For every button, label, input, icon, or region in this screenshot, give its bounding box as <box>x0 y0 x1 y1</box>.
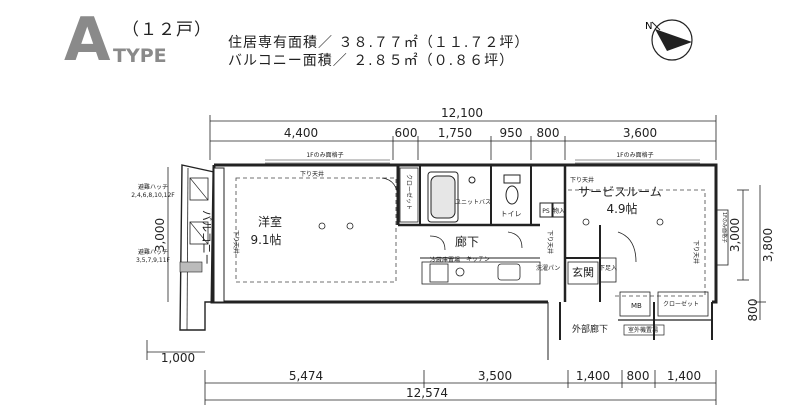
lattice-label-3: 1Fのみ面格子 <box>721 212 728 243</box>
hatch2-floors: 3,5,7,9,11F <box>136 257 171 264</box>
dim-top-total: 12,100 <box>441 106 483 120</box>
fridge-label: 冷蔵庫置場 <box>430 256 460 264</box>
dim-right-outer: 3,800 <box>761 228 775 262</box>
hatch2-label: 避難ハッチ <box>138 248 168 256</box>
entrance-label: 玄関 <box>572 265 594 279</box>
outdoor-unit-label: 室外機置場 <box>628 326 658 334</box>
dim-top-seg-1: 4,400 <box>284 126 318 140</box>
type-letter: A <box>64 5 110 75</box>
shoe-label: 下足入 <box>599 265 617 272</box>
window-lattice-top <box>265 159 700 164</box>
spec-balcony-area-label: バルコニー面積／ <box>228 53 348 69</box>
dim-bottom-seg-2: 3,500 <box>478 369 512 383</box>
corridor-label: 廊下 <box>455 234 479 249</box>
kitchen-label: キッチン <box>466 256 490 263</box>
outlets <box>318 218 664 230</box>
hanging-ceiling-note-4: 下り天井 <box>546 230 554 254</box>
hanging-ceiling-note-3: 下り天井 <box>232 230 240 254</box>
ps-label: PS <box>542 208 550 215</box>
closet-vertical-label: クローゼット <box>405 174 413 210</box>
corridor-door <box>429 231 523 251</box>
type-word: TYPE <box>113 45 167 67</box>
mb-label: MB <box>631 302 642 310</box>
hanging-ceiling-note-1: 下り天井 <box>300 170 324 178</box>
storage-label: 物入 <box>553 207 565 215</box>
unit-bath-label: ユニットバス <box>455 199 491 206</box>
interior-walls <box>396 165 601 302</box>
dim-top-seg-4: 950 <box>500 126 523 140</box>
lattice-label-1: 1Fのみ面格子 <box>306 151 343 159</box>
compass-icon: N <box>645 19 693 61</box>
dim-left: 3,000 <box>153 218 167 252</box>
hanging-ceiling-note-5: 下り天井 <box>692 240 700 264</box>
bottom-dimensions <box>146 340 717 405</box>
balcony <box>179 164 215 331</box>
entrance <box>567 231 637 285</box>
balcony-label: バルコニー <box>200 210 213 265</box>
top-dimensions <box>209 115 717 160</box>
dim-bottom-seg-3: 1,400 <box>576 369 610 383</box>
outdoor-unit-area <box>623 324 665 336</box>
service-room-name: サービスルーム <box>578 185 662 199</box>
hanging-ceiling-lines <box>235 177 706 297</box>
spec-floor-area-label: 住居専有面積／ <box>228 35 333 51</box>
closet-western <box>381 167 419 223</box>
closet-label: クローゼット <box>663 300 699 308</box>
western-room-name: 洋室 <box>258 214 282 229</box>
dim-top-seg-2: 600 <box>395 126 418 140</box>
dim-right-inner: 3,000 <box>728 218 742 252</box>
unit-count: （１２戸） <box>122 20 212 40</box>
mb-closet <box>619 291 709 317</box>
western-room-size: 9.1帖 <box>250 232 281 247</box>
dim-bottom-total: 12,574 <box>406 386 448 400</box>
dim-right-lower: 800 <box>746 299 760 322</box>
dim-top-seg-5: 800 <box>537 126 560 140</box>
lattice-label-2: 1Fのみ面格子 <box>616 151 653 159</box>
window-lattice-right <box>715 209 729 266</box>
dim-top-seg-6: 3,600 <box>623 126 657 140</box>
hatch1-label: 避難ハッチ <box>138 183 168 191</box>
washer-label: 洗濯パン <box>536 264 560 272</box>
spec-floor-area: 住居専有面積／ ３８.７７㎡（１１.７２坪） <box>228 32 529 52</box>
dim-top-seg-3: 1,750 <box>438 126 472 140</box>
side-dimensions <box>167 167 766 320</box>
outer-corridor-label: 外部廊下 <box>572 323 608 335</box>
hatch1-floors: 2,4,6,8,10,12F <box>131 192 175 199</box>
toilet-label: トイレ <box>501 210 522 218</box>
dim-bottom-seg-4: 800 <box>627 369 650 383</box>
dim-bottom-left: 1,000 <box>161 351 195 365</box>
service-room-size: 4.9帖 <box>606 201 637 216</box>
hanging-ceiling-note-2: 下り天井 <box>570 176 594 184</box>
spec-balcony-area: バルコニー面積／ ２.８５㎡（０.８６坪） <box>228 50 514 70</box>
toilet <box>503 174 521 205</box>
dim-bottom-seg-5: 1,400 <box>667 369 701 383</box>
spec-balcony-area-value: ２.８５㎡（０.８６坪） <box>353 53 515 69</box>
kitchen <box>421 261 541 285</box>
compass-label: N <box>645 21 652 32</box>
unit-bath <box>427 171 476 223</box>
spec-floor-area-value: ３８.７７㎡（１１.７２坪） <box>338 35 530 51</box>
dim-bottom-seg-1: 5,474 <box>289 369 323 383</box>
